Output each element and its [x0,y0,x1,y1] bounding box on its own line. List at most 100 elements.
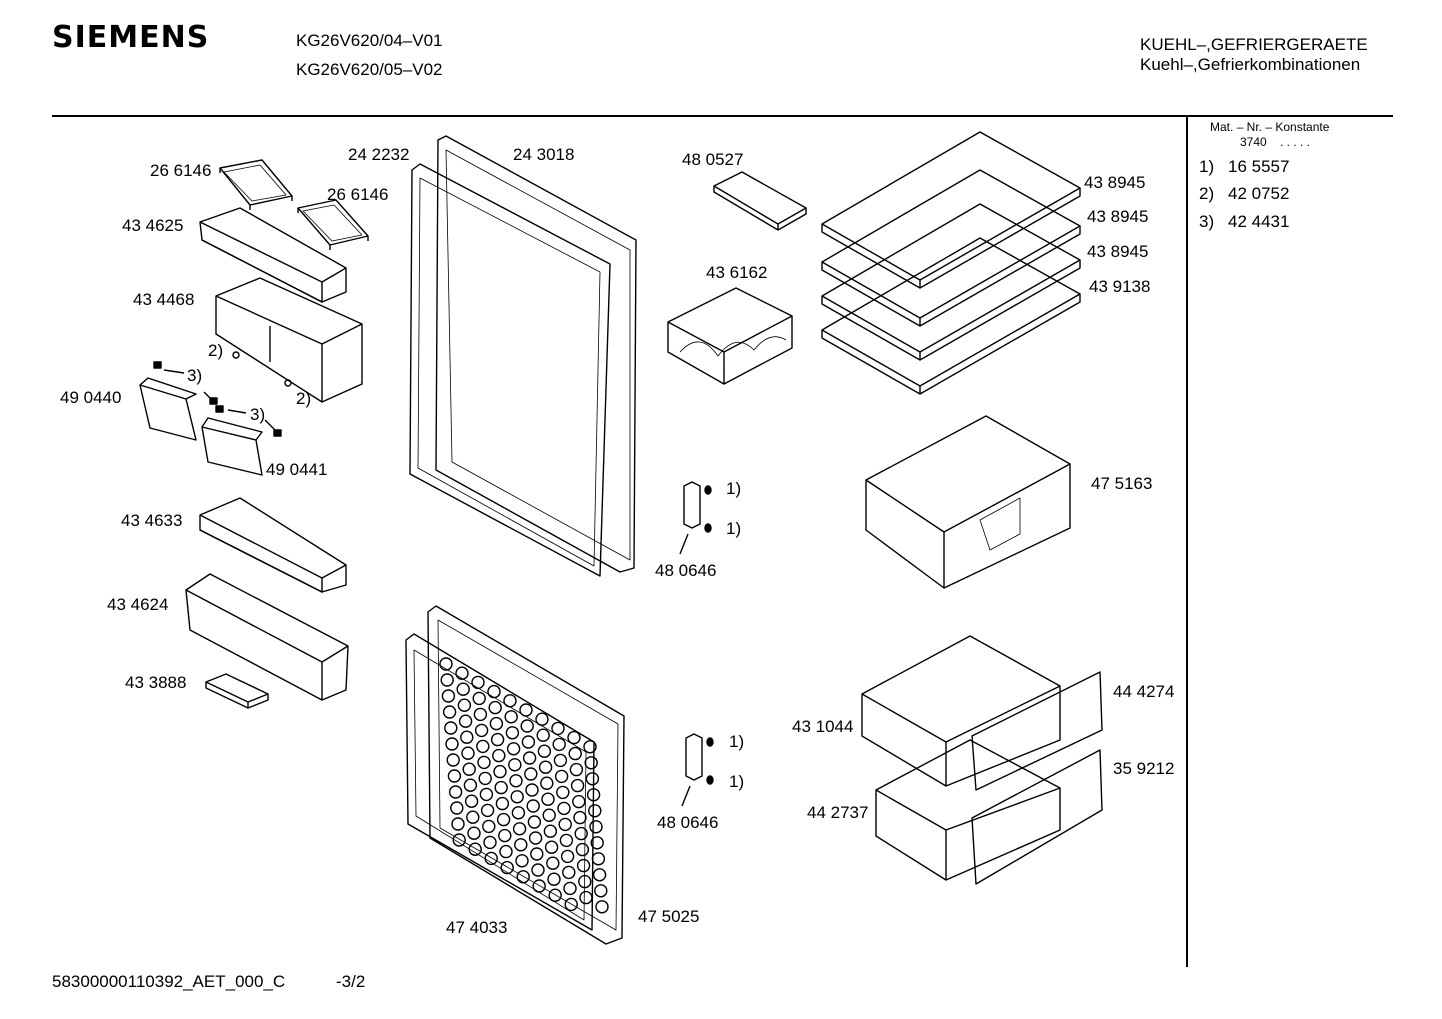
column-divider [1186,117,1188,967]
door-pattern-circle [579,890,593,905]
part-label-439138: 43 9138 [1089,277,1151,296]
door-pattern-circle [477,755,491,770]
door-pattern-circle [503,694,517,708]
ref-label-2a: 2) [208,341,224,360]
door-shelf-434624 [185,573,349,701]
door-pattern-circle [473,707,488,722]
freezer-drawer-upper [861,635,1103,791]
door-pattern-circle [457,698,472,712]
door-pattern-circle [536,728,550,742]
bottle-rack-436162 [667,287,793,385]
part-label-438945-a: 43 8945 [1084,173,1146,192]
door-pattern-circle [519,703,533,717]
glass-shelf-4 [821,237,1081,395]
door-pattern-circle [483,835,497,850]
constant-value-2: 42 0752 [1228,184,1290,203]
lower-door-gasket [405,633,595,931]
ref-label-3a: 3) [187,366,203,385]
door-pattern-circle [560,849,575,864]
door-pattern-circle [541,792,555,806]
door-pattern-circle [456,682,470,696]
part-label-434633: 43 4633 [121,511,183,530]
door-pattern-circle [439,657,453,671]
door-pattern-circle [460,730,474,744]
door-pattern-circle [490,732,505,747]
door-pattern-circle [572,794,586,809]
door-pattern-circle [567,730,581,745]
door-pattern-circle [464,794,479,808]
door-pattern-circle [574,826,588,841]
brand-logo: SIEMENS [52,20,210,55]
door-pattern-circle [451,817,465,831]
part-label-431044: 43 1044 [792,717,854,736]
door-pattern-circle [589,820,603,834]
part-label-243018: 24 3018 [513,145,575,164]
constant-key-2: 2) [1199,184,1215,203]
door-pattern-circle [559,833,574,848]
hinge-upper [679,481,712,555]
part-label-480646-a: 48 0646 [655,561,717,580]
door-pattern-circle [515,854,529,868]
door-pattern-circle [522,751,537,765]
part-label-434468: 43 4468 [133,290,195,309]
door-pattern-circle [538,760,553,774]
door-pattern-circle [591,852,606,866]
part-label-434625: 43 4625 [122,216,184,235]
upper-door-gasket [409,163,611,577]
door-pattern-circle [512,822,527,836]
door-pattern-circle [553,753,568,768]
door-pattern-circle [468,842,482,856]
door-pattern-circle [514,838,528,852]
page-number: -3/2 [336,972,366,991]
door-pattern-circle [505,726,520,740]
document-id: 58300000110392_AET_000_C [52,972,286,991]
door-pattern-circle [531,863,545,877]
door-pattern-circle [557,801,571,816]
door-pattern-circle [445,737,459,751]
door-pattern-circle [440,673,454,687]
door-pattern-circle [562,865,576,880]
upper-door [435,135,637,573]
constants-value: 3740 [1240,135,1267,149]
door-pattern-circle [595,900,609,914]
door-pattern-circle [525,783,539,797]
constants-dots: . . . . . [1280,135,1311,149]
flap-490441 [201,417,263,476]
door-pattern-circle [586,788,601,802]
door-pattern-circle [532,879,546,893]
door-pattern-circle [594,884,608,898]
door-pattern-circle [575,842,590,857]
ice-tray-480527 [713,171,807,231]
door-pattern-circle [493,764,507,779]
part-label-359212: 35 9212 [1113,759,1175,778]
model-number-2: KG26V620/05–V02 [296,60,443,79]
door-pattern-circle [494,780,508,795]
lower-door [427,605,625,945]
door-pattern-circle [546,856,560,870]
door-pattern-circle [528,831,543,845]
door-pattern-circle [588,804,602,818]
door-pattern-circle [498,828,512,843]
hinge-lower [681,733,714,807]
door-pattern-circle [578,874,592,889]
door-pattern-circle [463,778,478,792]
door-pattern-circle [489,716,504,731]
part-label-266146-b: 26 6146 [327,185,389,204]
constants-heading: Mat. – Nr. – Konstante [1210,120,1330,134]
header-divider [52,115,1393,117]
part-label-434624: 43 4624 [107,595,169,614]
door-pattern-circle [467,826,481,840]
door-pattern-circle [551,721,565,736]
part-label-438945-b: 43 8945 [1087,207,1149,226]
lower-door-pattern [439,657,609,914]
door-pattern-circle [573,810,587,825]
category-title: KUEHL–,GEFRIERGERAETE [1140,35,1368,54]
door-pattern-circle [474,723,489,738]
ref-label-1c: 1) [729,732,745,751]
door-pattern-circle [458,714,473,728]
door-pattern-circle [548,888,562,902]
door-shelf-434633 [199,497,347,593]
glass-shelf-2 [821,169,1081,327]
egg-tray-right [297,199,369,250]
door-pattern-circle [570,778,585,793]
